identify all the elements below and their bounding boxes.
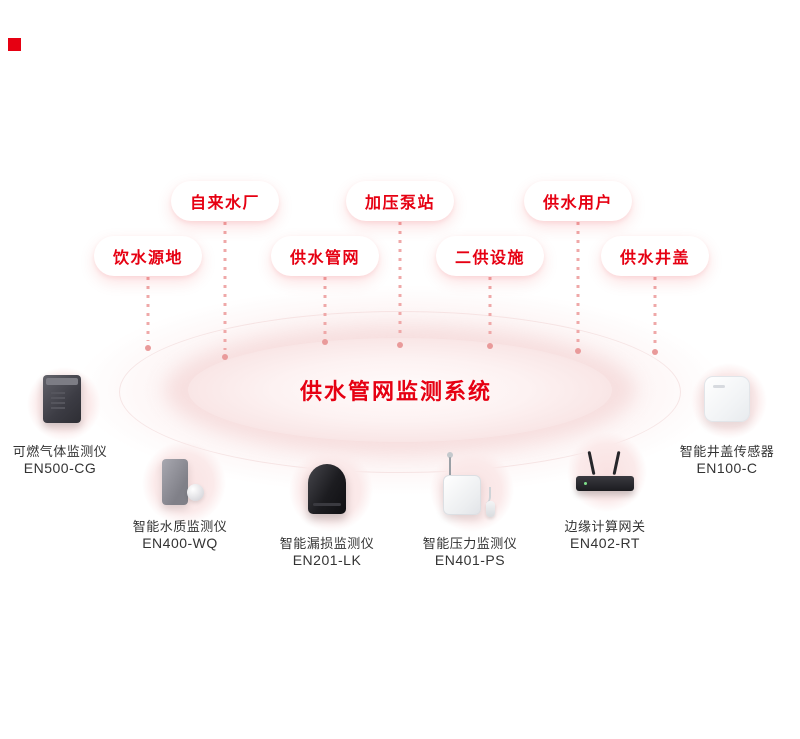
connector-line-pump-station	[398, 222, 402, 338]
connector-line-manhole-cover	[653, 277, 657, 345]
connector-dot-secondary-supply	[487, 343, 493, 349]
gateway-led	[584, 482, 587, 485]
connector-line-tap-water-plant	[223, 222, 227, 350]
connector-dot-pump-station	[397, 342, 403, 348]
center-ellipse-inner	[188, 338, 612, 442]
manhole-sensor-detail	[713, 385, 725, 388]
gateway-antenna-right	[612, 450, 621, 476]
pressure-monitor-model: EN401-PS	[434, 552, 506, 568]
badge-water-source: 饮水源地	[93, 236, 203, 276]
gas-monitor-model: EN500-CG	[23, 460, 97, 476]
connector-line-pipe-network	[323, 277, 327, 335]
leakage-monitor-body	[308, 464, 346, 514]
manhole-sensor-name: 智能井盖传感器	[679, 444, 775, 459]
connector-dot-tap-water-plant	[222, 354, 228, 360]
badge-tap-water-plant: 自来水厂	[170, 181, 280, 221]
gateway-body	[576, 476, 634, 491]
leakage-monitor-model: EN201-LK	[292, 552, 362, 568]
manhole-sensor-icon	[704, 376, 750, 422]
gas-monitor-vent	[51, 392, 65, 410]
pressure-monitor-icon	[441, 452, 495, 519]
pressure-monitor-name: 智能压力监测仪	[422, 536, 518, 551]
corner-square-marker	[8, 38, 21, 51]
gateway-antenna-left	[587, 450, 596, 476]
gas-monitor-name: 可燃气体监测仪	[12, 444, 108, 459]
gateway-halo	[567, 432, 647, 512]
badge-secondary-supply: 二供设施	[435, 236, 545, 276]
badge-pump-station: 加压泵站	[345, 181, 455, 221]
water-quality-monitor-icon	[158, 457, 204, 507]
connector-dot-pipe-network	[322, 339, 328, 345]
pressure-monitor-body	[443, 475, 481, 515]
edge-gateway-icon	[574, 450, 636, 495]
pressure-sensor-probe	[486, 501, 495, 517]
leakage-monitor-band	[313, 503, 341, 506]
leakage-monitor-icon	[308, 464, 346, 514]
connector-dot-water-source	[145, 345, 151, 351]
water-quality-name: 智能水质监测仪	[132, 519, 228, 534]
badge-pipe-network: 供水管网	[270, 236, 380, 276]
system-title: 供水管网监测系统	[299, 379, 493, 404]
gateway-name: 边缘计算网关	[564, 519, 646, 534]
connector-line-secondary-supply	[488, 277, 492, 339]
connector-dot-water-users	[575, 348, 581, 354]
connector-line-water-users	[576, 222, 580, 344]
connector-line-water-source	[146, 277, 150, 341]
manhole-sensor-body	[704, 376, 750, 422]
manhole-sensor-model: EN100-C	[696, 460, 758, 476]
gateway-model: EN402-RT	[570, 535, 640, 551]
gas-monitor-icon	[43, 375, 81, 423]
connector-dot-manhole-cover	[652, 349, 658, 355]
pressure-sensor-cable	[481, 487, 491, 503]
gas-monitor-top	[46, 378, 78, 385]
water-quality-body	[162, 459, 188, 505]
leakage-monitor-name: 智能漏损监测仪	[279, 536, 375, 551]
pressure-antenna	[449, 457, 451, 477]
water-quality-sensor-ball	[187, 484, 204, 501]
badge-manhole-cover: 供水井盖	[600, 236, 710, 276]
water-quality-model: EN400-WQ	[142, 535, 218, 551]
badge-water-users: 供水用户	[523, 181, 633, 221]
pressure-antenna-tip	[447, 452, 453, 458]
